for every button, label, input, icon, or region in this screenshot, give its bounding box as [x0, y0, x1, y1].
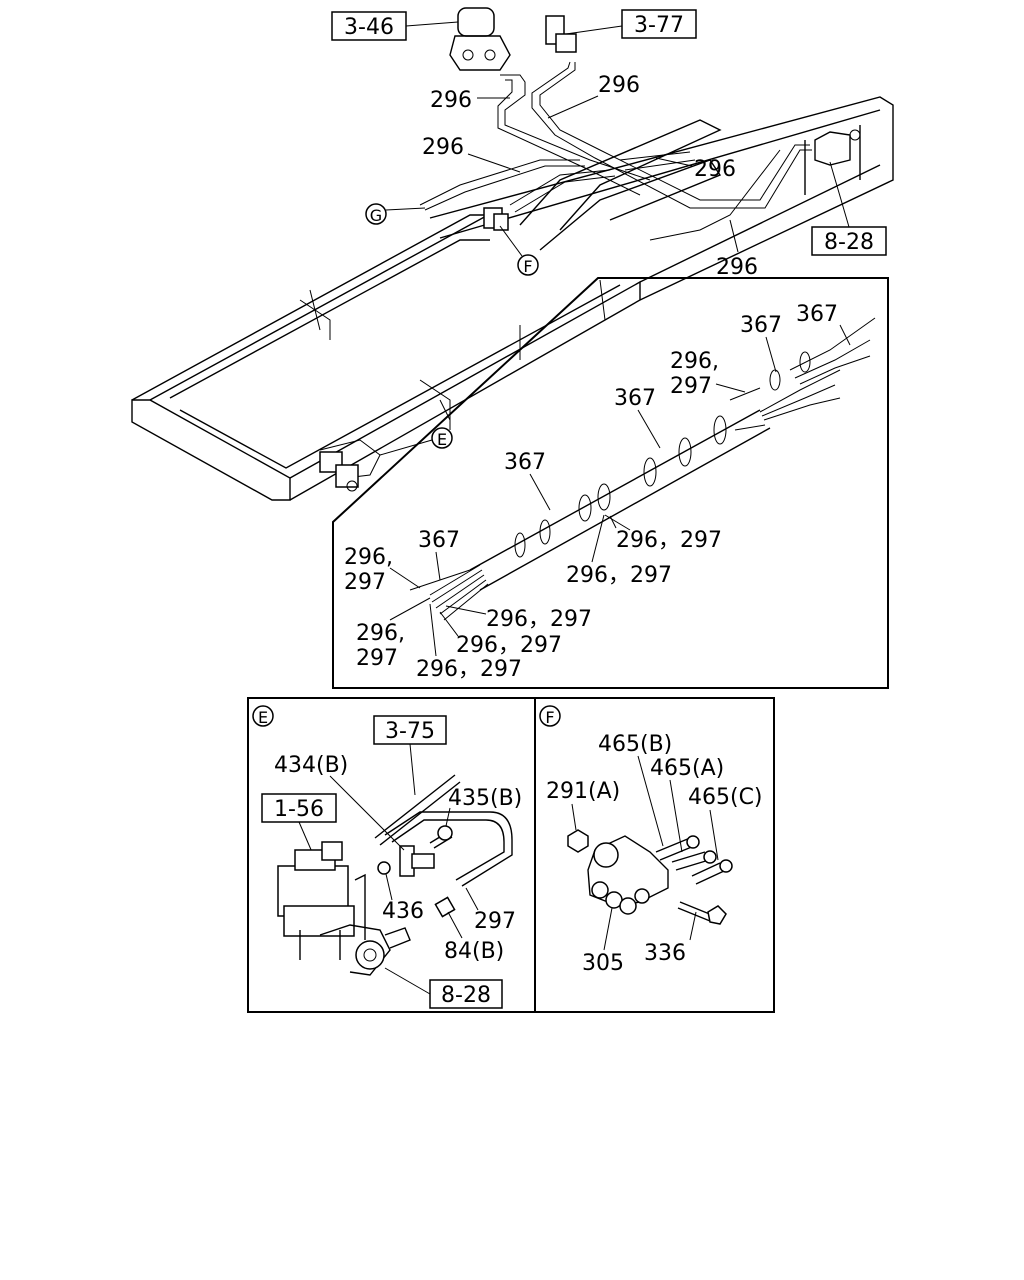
brake-pipes	[319, 61, 812, 479]
part-number: 296	[598, 73, 640, 98]
part-labels-harness: 367 367 296, 297 367 367 367 296, 297 29…	[344, 302, 851, 682]
part-number: 296,	[670, 349, 719, 374]
callout-g: G	[365, 203, 426, 225]
part-number: 297	[356, 646, 398, 671]
ref-box-8-28-top: 8-28	[811, 161, 887, 256]
part-number: 465(B)	[598, 732, 672, 757]
part-number: 296，297	[486, 607, 592, 632]
part-number: 465(A)	[650, 756, 724, 781]
svg-text:F: F	[523, 257, 532, 276]
ref-label: 3-77	[634, 13, 684, 38]
ref-box-3-46: 3-46	[331, 11, 459, 41]
part-number: 367	[418, 528, 460, 553]
part-number: 297	[474, 909, 516, 934]
valve-component-top	[545, 15, 577, 53]
part-labels-f: 465(B) 465(A) 291(A) 465(C) 305 336	[546, 732, 763, 976]
part-number: 434(B)	[274, 753, 348, 778]
part-number: 367	[740, 313, 782, 338]
svg-text:G: G	[370, 206, 382, 225]
part-labels-top: 296 296 296 296 296	[422, 73, 758, 280]
part-number: 296，297	[416, 657, 522, 682]
part-number: 296	[716, 255, 758, 280]
part-number: 296	[694, 157, 736, 182]
part-number: 291(A)	[546, 779, 620, 804]
ref-label: 8-28	[824, 230, 874, 255]
part-labels-e: 434(B) 435(B) 436 297 84(B)	[274, 753, 522, 964]
svg-text:E: E	[437, 430, 447, 449]
part-number: 297	[670, 374, 712, 399]
air-dryer-component	[449, 7, 511, 71]
part-number: 296，297	[456, 633, 562, 658]
part-number: 296	[430, 88, 472, 113]
ref-label: 3-75	[385, 719, 435, 744]
ref-label: 1-56	[274, 797, 324, 822]
callout-f: F	[499, 225, 539, 276]
part-number: 367	[614, 386, 656, 411]
part-number: 84(B)	[444, 939, 504, 964]
detail-e-panel: E 3-75 1-56 8-28	[247, 697, 536, 1013]
part-number: 435(B)	[448, 786, 522, 811]
part-number: 367	[796, 302, 838, 327]
part-number: 436	[382, 899, 424, 924]
valve-component-f-position	[483, 207, 509, 231]
part-number: 296，297	[616, 528, 722, 553]
callout-e: E	[379, 427, 453, 456]
ref-label: 8-28	[441, 983, 491, 1008]
ref-label: 3-46	[344, 15, 394, 40]
detail-f-panel: F	[534, 697, 775, 1013]
part-number: 296	[422, 135, 464, 160]
part-number: 297	[344, 570, 386, 595]
part-number: 296，297	[566, 563, 672, 588]
part-number: 296,	[356, 621, 405, 646]
part-number: 336	[644, 941, 686, 966]
chassis-frame	[131, 96, 894, 501]
panel-callout: E	[258, 708, 268, 727]
part-number: 305	[582, 951, 624, 976]
harness-detail-panel	[332, 277, 889, 689]
bracket-component-right	[814, 129, 861, 166]
part-number: 367	[504, 450, 546, 475]
part-number: 296,	[344, 545, 393, 570]
panel-callout: F	[545, 708, 554, 727]
part-number: 465(C)	[688, 785, 763, 810]
ref-box-3-77: 3-77	[565, 9, 697, 39]
valve-component-e-position	[319, 451, 359, 492]
